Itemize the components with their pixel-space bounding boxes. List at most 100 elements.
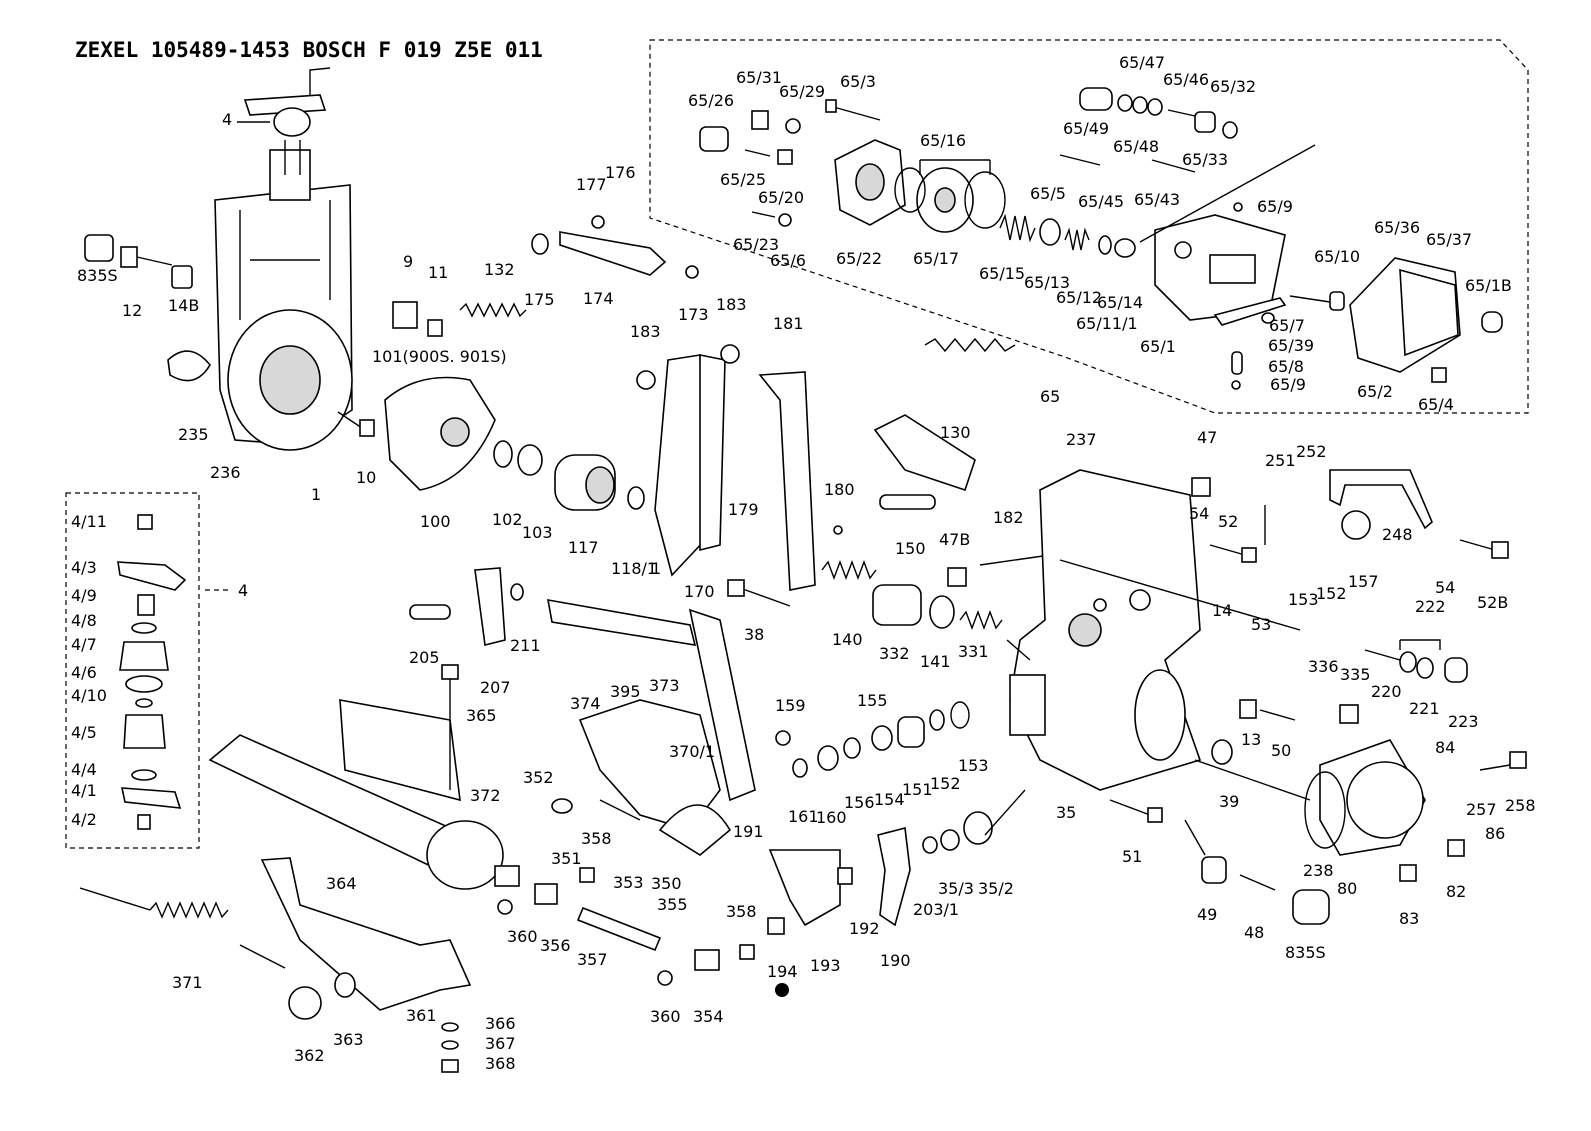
part-label: 835S [77,266,118,285]
part-12-screw [120,246,173,268]
part-label: 11 [428,263,448,282]
part-label: 159 [775,696,806,715]
part-label: 4/3 [71,558,97,577]
part-blackball-nut [775,983,789,997]
part-label: 54 [1189,504,1209,523]
diagram-title: ZEXEL 105489-1453 BOSCH F 019 Z5E 011 [75,38,543,62]
part-222-valve-set [1364,649,1468,683]
part-label: 357 [577,950,608,969]
part-label: 203/1 [913,900,959,919]
part-label: 354 [693,1007,724,1026]
part-label: 4/4 [71,760,97,779]
part-4-subassembly [117,514,187,830]
part-35-3-nut [940,829,960,851]
part-label: 65/33 [1182,150,1228,169]
part-211-ring [510,583,524,601]
part-label: 101(900S. 901S) [372,347,507,366]
part-174-lever-shaft [531,215,699,279]
part-353-rod [576,906,662,952]
part-label: 153 [958,756,989,775]
part-38-screw [727,579,791,607]
part-label: 222 [1415,597,1446,616]
part-label: 35 [1056,803,1076,822]
part-label: 361 [406,1006,437,1025]
part-364-cylinder [208,734,520,890]
part-label: 140 [832,630,863,649]
part-label: 80 [1337,879,1357,898]
part-9-bracket [392,301,418,329]
part-label: 86 [1485,824,1505,843]
part-193-shaft [768,849,841,927]
part-label: 173 [678,305,709,324]
group-65-outline [649,39,1529,414]
part-label: 183 [630,322,661,341]
part-label: 65/32 [1210,77,1256,96]
part-100-flyweight-assembly [384,376,496,491]
part-label: 65/46 [1163,70,1209,89]
part-157-plug [1341,510,1371,540]
part-label: 12 [122,301,142,320]
part-117-bearing [554,454,616,511]
part-label: 177 [576,175,607,194]
part-237-pump-housing [1009,469,1202,791]
part-label: 39 [1219,792,1239,811]
part-label: 352 [523,768,554,787]
part-label: 65/9 [1270,375,1306,394]
part-label: 251 [1265,451,1296,470]
part-label: 9 [403,252,413,271]
part-65-47-group [1079,87,1238,139]
part-65-26-nut [699,126,729,152]
part-label: 371 [172,973,203,992]
part-47-screw [1191,477,1211,497]
part-label: 65/45 [1078,192,1124,211]
part-label: 65/37 [1426,230,1472,249]
part-label: 223 [1448,712,1479,731]
part-label: 47 [1197,428,1217,447]
part-label: 174 [583,289,614,308]
part-label: 161 [788,807,819,826]
part-label: 48 [1244,923,1264,942]
part-label: 14 [1212,601,1232,620]
part-label: 355 [657,895,688,914]
part-label: 65/11/1 [1076,314,1138,333]
part-50-screw [1259,709,1296,721]
part-label: 336 [1308,657,1339,676]
part-label: 65/17 [913,249,959,268]
part-label: 358 [726,902,757,921]
part-label: 65/16 [920,131,966,150]
part-52b-bolt [1459,539,1509,559]
part-360-washer-top [497,899,513,915]
part-label: 141 [920,652,951,671]
part-label: 118/1 [611,559,657,578]
part-label: 155 [857,691,888,710]
part-label: 835S [1285,943,1326,962]
part-label: 366 [485,1014,516,1033]
part-65-3-bolt [825,99,881,121]
part-label: 65/48 [1113,137,1159,156]
part-102-washer [493,440,513,468]
part-190-lever [877,826,911,927]
part-label: 65/9 [1257,197,1293,216]
part-label: 65/13 [1024,273,1070,292]
part-label: 65/4 [1418,395,1454,414]
part-label: 10 [356,468,376,487]
part-label: 82 [1446,882,1466,901]
part-label: 176 [605,163,636,182]
part-label: 65/39 [1268,336,1314,355]
part-181-lever [758,371,843,591]
part-label: 14B [168,296,199,315]
part-80-cover [1319,739,1426,856]
part-label: 160 [816,808,847,827]
part-140-spring [821,560,877,580]
part-label: 367 [485,1034,516,1053]
part-label: 47B [939,530,970,549]
part-label: 65/8 [1268,357,1304,376]
part-label: 51 [1122,847,1142,866]
part-label: 4/7 [71,635,97,654]
part-label: 65/3 [840,72,876,91]
part-label: 365 [466,706,497,725]
part-361-bracket [260,857,472,1011]
part-365-bolt [441,664,459,790]
part-label: 65/26 [688,91,734,110]
